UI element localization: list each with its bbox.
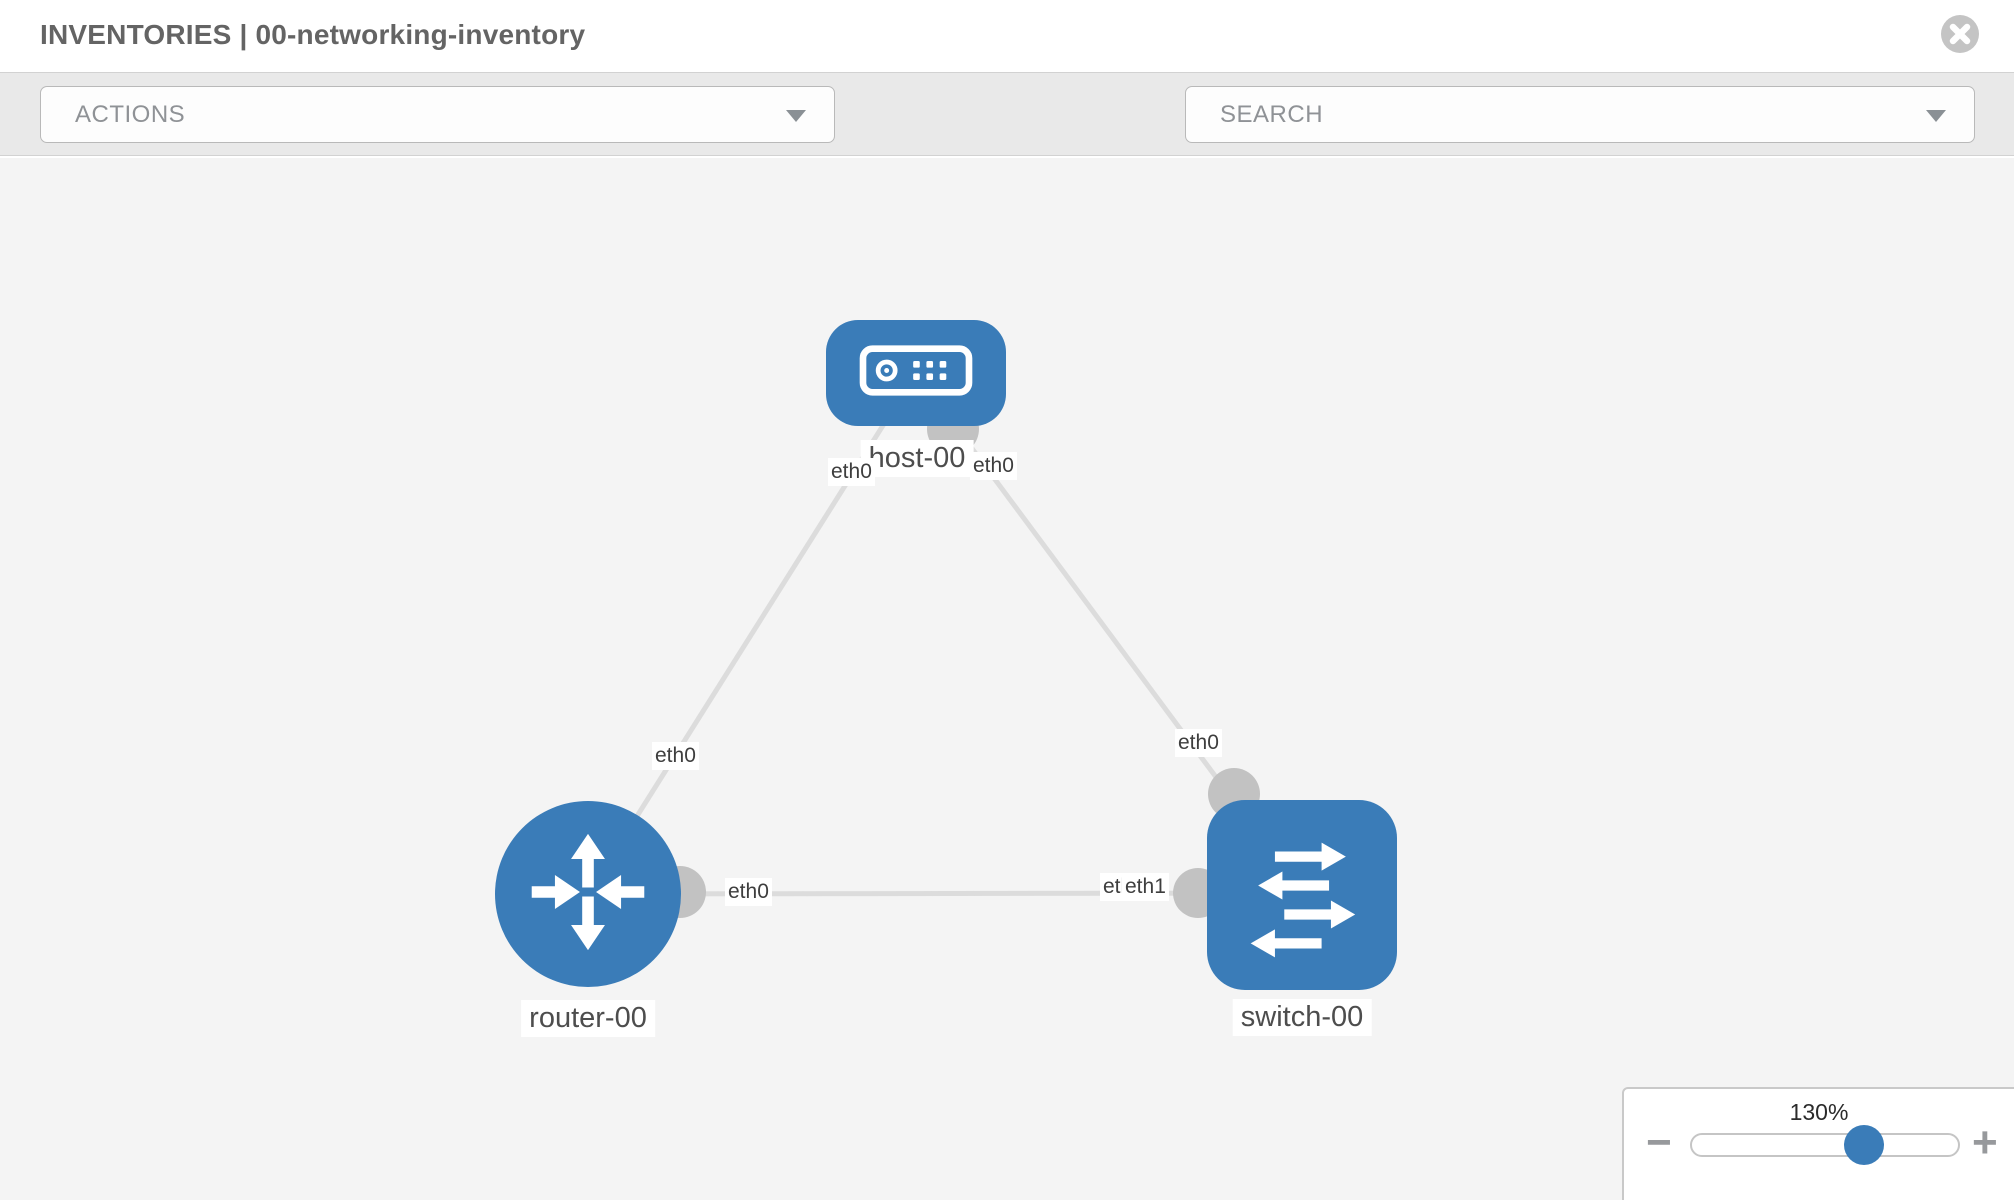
router-arrows-icon xyxy=(521,825,655,964)
chevron-down-icon xyxy=(786,110,806,122)
switch-arrows-icon xyxy=(1232,823,1372,968)
node-switch-00[interactable] xyxy=(1207,800,1397,990)
node-label-switch: switch-00 xyxy=(1232,999,1372,1036)
search-dropdown-label: SEARCH xyxy=(1220,101,1324,128)
toolbar: ACTIONS SEARCH xyxy=(0,72,2014,207)
node-label-router: router-00 xyxy=(521,1000,655,1037)
zoom-level: 130% xyxy=(1789,1099,1849,1125)
zoom-slider-track[interactable] xyxy=(1690,1125,1960,1165)
node-router-00[interactable] xyxy=(495,801,681,987)
chevron-down-icon xyxy=(1926,110,1946,122)
header: INVENTORIES | 00-networking-inventory xyxy=(0,0,2014,72)
node-host-00[interactable] xyxy=(826,320,1006,426)
page-title: INVENTORIES | 00-networking-inventory xyxy=(40,19,586,50)
interface-label: eth0 xyxy=(652,742,699,770)
actions-dropdown[interactable]: ACTIONS xyxy=(40,86,835,143)
search-dropdown[interactable]: SEARCH xyxy=(1185,86,1975,143)
interface-label: eth0 xyxy=(828,458,875,486)
interface-label: eth0 xyxy=(970,452,1017,480)
interface-label: eth0 xyxy=(1175,729,1222,757)
interface-label: eth0 xyxy=(725,878,772,906)
links-layer xyxy=(585,371,1305,918)
zoom-panel: 130% − + xyxy=(1622,1087,2014,1200)
zoom-out-button[interactable]: − xyxy=(1646,1118,1672,1167)
zoom-in-button[interactable]: + xyxy=(1972,1118,1998,1167)
close-icon xyxy=(1940,15,1980,58)
actions-dropdown-label: ACTIONS xyxy=(75,101,186,128)
close-button[interactable] xyxy=(1940,14,1980,54)
server-icon xyxy=(859,344,973,402)
topology-canvas[interactable]: host-00 router-00 switch-00 eth0 eth0 et… xyxy=(0,156,2014,1200)
zoom-slider-handle[interactable] xyxy=(1844,1125,1884,1165)
interface-label: eth1 xyxy=(1122,873,1169,901)
node-label-host: host-00 xyxy=(860,440,974,477)
